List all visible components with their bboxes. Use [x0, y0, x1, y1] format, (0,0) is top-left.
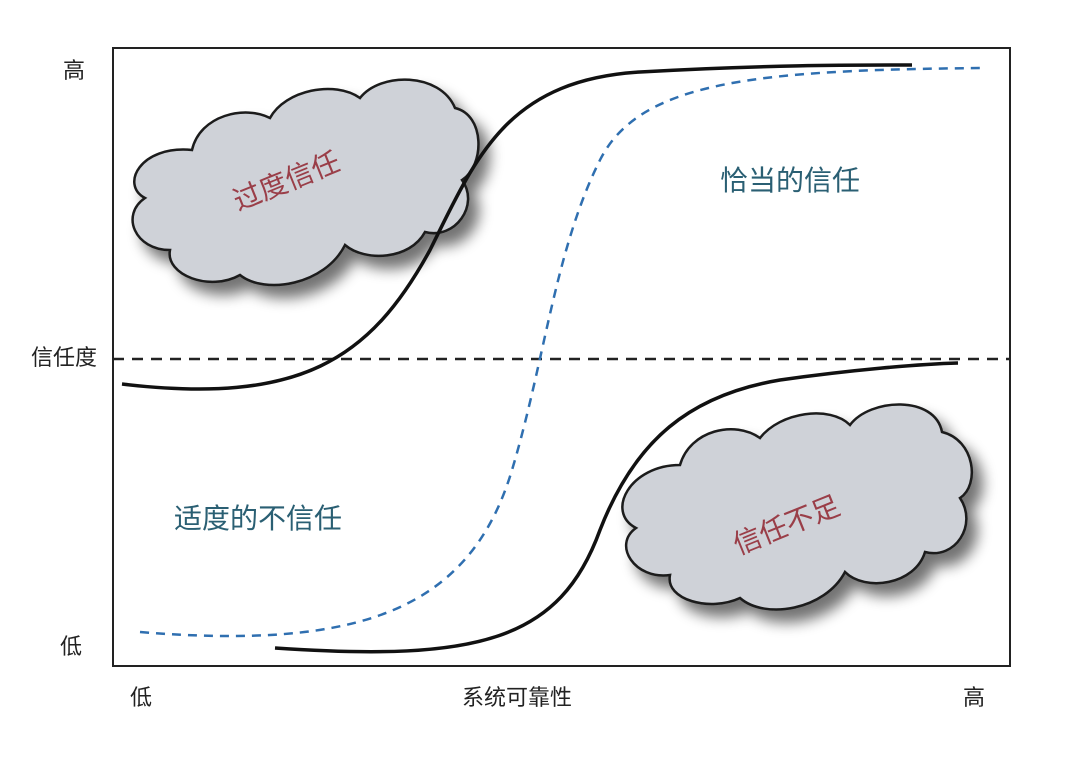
overtrust-boundary-curve — [121, 63, 913, 391]
y-axis-low-label: 低 — [60, 635, 82, 660]
undertrust-boundary-curve — [274, 361, 959, 654]
y-axis-title: 信任度 — [31, 346, 97, 371]
appropriate-trust-label: 恰当的信任 — [720, 164, 860, 197]
x-axis-high-label: 高 — [963, 686, 985, 711]
x-axis-title: 系统可靠性 — [462, 686, 572, 711]
x-axis-low-label: 低 — [130, 686, 152, 711]
appropriate-distrust-label: 适度的不信任 — [174, 502, 342, 535]
appropriate-trust-curve — [139, 66, 986, 638]
y-axis-high-label: 高 — [63, 59, 85, 84]
undertrust-cloud — [621, 403, 974, 611]
overtrust-cloud — [131, 78, 480, 287]
